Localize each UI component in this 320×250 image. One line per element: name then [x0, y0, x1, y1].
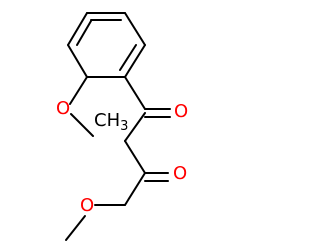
methylene-to-ester-carbon-bond — [124, 140, 146, 174]
ring-to-ketone-carbon-bond — [124, 76, 146, 110]
ester-alkoxy-oxygen-label: O — [80, 195, 94, 216]
ring-double-bond-inner — [119, 44, 137, 71]
ketone-to-methylene-bond — [124, 112, 146, 142]
ring-bond — [67, 44, 88, 78]
chemical-structure-diagram: O CH3 O O O — [56, 12, 188, 241]
ring-to-methoxy-oxygen-bond — [69, 76, 88, 105]
ester-carbon-to-oxygen-bond — [124, 172, 146, 206]
ester-oxygen-to-methyl-bond — [65, 215, 86, 241]
benzene-ring — [67, 12, 146, 78]
ketone-group: O — [124, 76, 188, 122]
ring-bond — [67, 12, 88, 46]
methoxy-group: O CH3 — [56, 76, 128, 137]
methoxy-oxygen-label: O — [56, 98, 70, 119]
methoxy-oxygen-to-methyl-bond — [70, 113, 94, 137]
ring-bond — [124, 12, 146, 46]
ring-bond — [124, 44, 146, 78]
ring-double-bond-inner — [76, 20, 92, 46]
ketone-oxygen-label: O — [174, 101, 188, 122]
methyl-ester-group: O O — [65, 140, 187, 241]
ester-carbonyl-oxygen-label: O — [173, 163, 187, 184]
methoxy-methyl-label: CH3 — [94, 110, 128, 134]
